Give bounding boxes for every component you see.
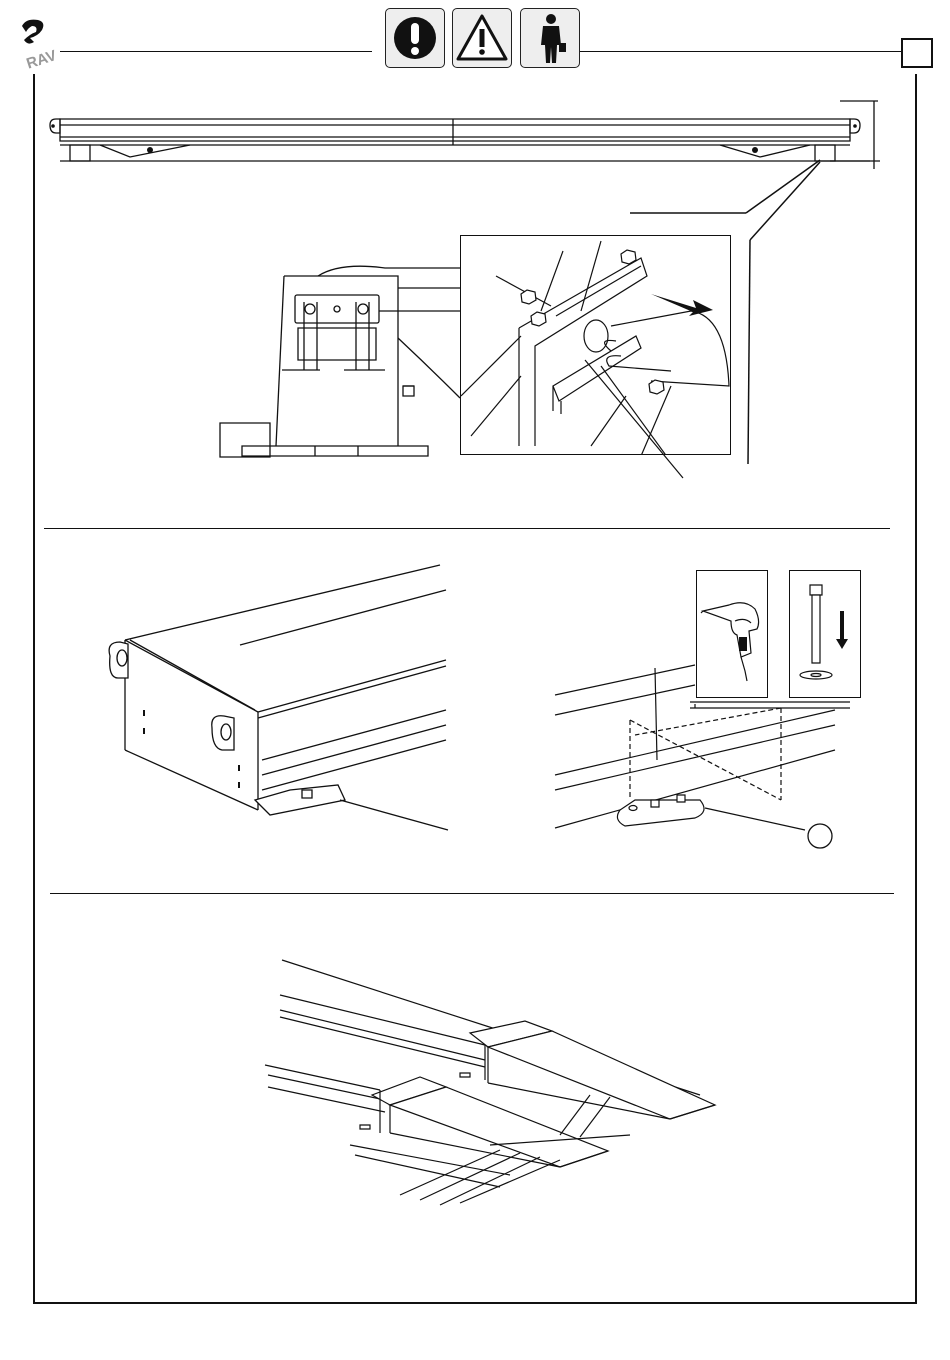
ramps-installation-view <box>260 955 730 1215</box>
header-rule-left <box>60 51 372 52</box>
page-number-box <box>901 38 933 68</box>
lock-callout-leader <box>585 360 695 480</box>
runway-end-baseplate <box>100 560 450 830</box>
post-base-detail <box>220 258 465 463</box>
section-divider-1 <box>44 528 890 529</box>
operator-icon-box <box>520 8 580 68</box>
operator-person-icon <box>531 13 571 65</box>
rav-logo: RAV <box>16 16 60 70</box>
mandatory-icon-box <box>385 8 445 68</box>
warning-icon-box <box>452 8 512 68</box>
callout-circle <box>806 822 834 850</box>
section-divider-2 <box>50 893 894 894</box>
svg-text:RAV: RAV <box>24 47 58 73</box>
mandatory-exclamation-icon <box>390 13 440 63</box>
header-rule-right <box>578 51 901 52</box>
warning-triangle-icon <box>456 13 508 63</box>
